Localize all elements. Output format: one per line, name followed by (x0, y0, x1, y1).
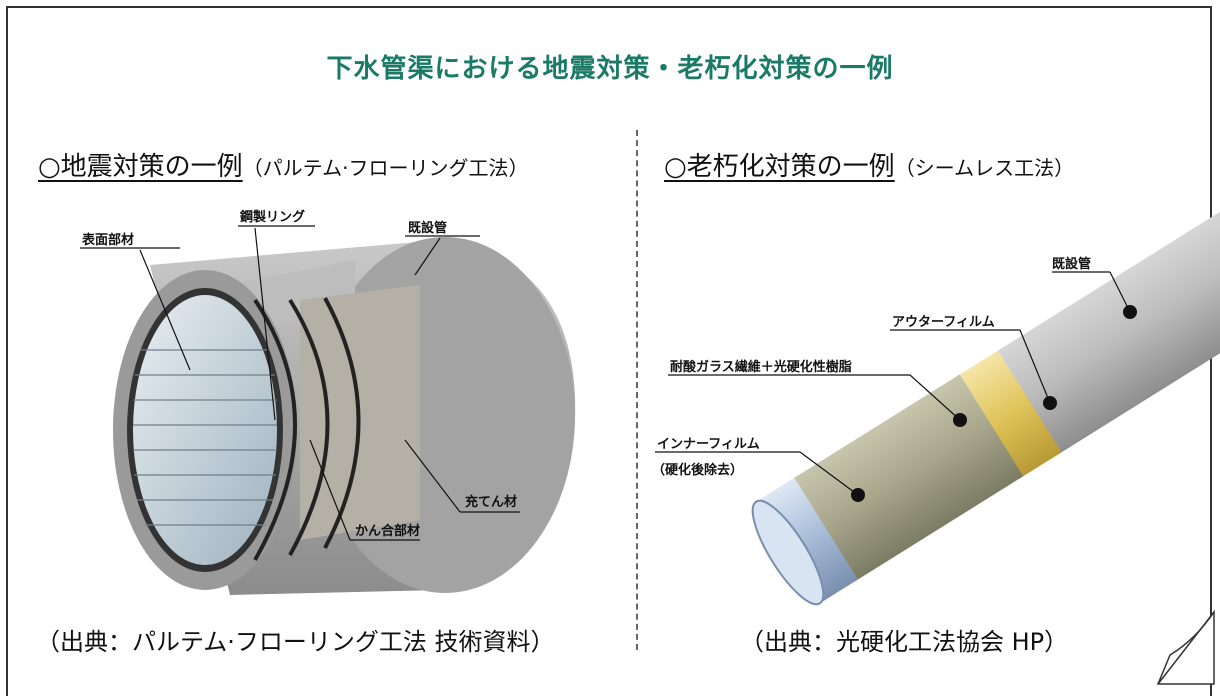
right-source-citation: （出典：光硬化工法協会 HP） (740, 628, 1069, 656)
aging-pipe-illustration: 既設管 アウターフィルム 耐酸ガラス繊維＋光硬化性樹脂 インナーフィルム （硬化… (652, 194, 1220, 606)
outer-film-section (955, 350, 1062, 479)
label-inner-film-note: （硬化後除去） (652, 462, 743, 478)
left-heading: ○地震対策の一例（パルテム·フローリング工法） (38, 146, 528, 183)
label-inner-film: インナーフィルム (657, 437, 760, 452)
label-existing-pipe-right: 既設管 (1052, 256, 1091, 272)
label-existing-pipe-left: 既設管 (408, 220, 447, 236)
page-curl-icon (1156, 609, 1215, 685)
left-source-citation: （出典：パルテム·フローリング工法 技術資料） (36, 628, 555, 656)
label-joint-member: かん合部材 (355, 523, 420, 539)
existing-pipe-section (993, 194, 1220, 455)
earthquake-pipe-illustration: 表面部材 鋼製リング 既設管 充てん材 かん合部材 (80, 209, 576, 595)
left-heading-sub: （パルテム·フローリング工法） (242, 156, 529, 180)
label-fiber-resin: 耐酸ガラス繊維＋光硬化性樹脂 (670, 359, 852, 375)
right-heading-main: ○老朽化対策の一例 (664, 152, 895, 182)
surface-stripes (133, 349, 277, 526)
inner-film-section (756, 477, 858, 604)
surface-member (133, 295, 277, 565)
left-leader-lines (80, 225, 520, 541)
right-leader-lines (655, 271, 1131, 496)
label-filler: 充てん材 (465, 494, 517, 510)
left-heading-main: ○地震対策の一例 (38, 152, 243, 182)
label-steel-ring: 鋼製リング (239, 209, 305, 225)
fiber-resin-section (790, 374, 1024, 583)
label-surface-member: 表面部材 (81, 232, 134, 248)
right-heading: ○老朽化対策の一例（シームレス工法） (664, 146, 1074, 183)
panel-divider (636, 130, 638, 650)
page-title: 下水管渠における地震対策・老朽化対策の一例 (326, 54, 894, 84)
right-heading-sub: （シームレス工法） (894, 156, 1075, 180)
label-outer-film: アウターフィルム (892, 315, 995, 330)
tube-open-end (751, 499, 825, 606)
